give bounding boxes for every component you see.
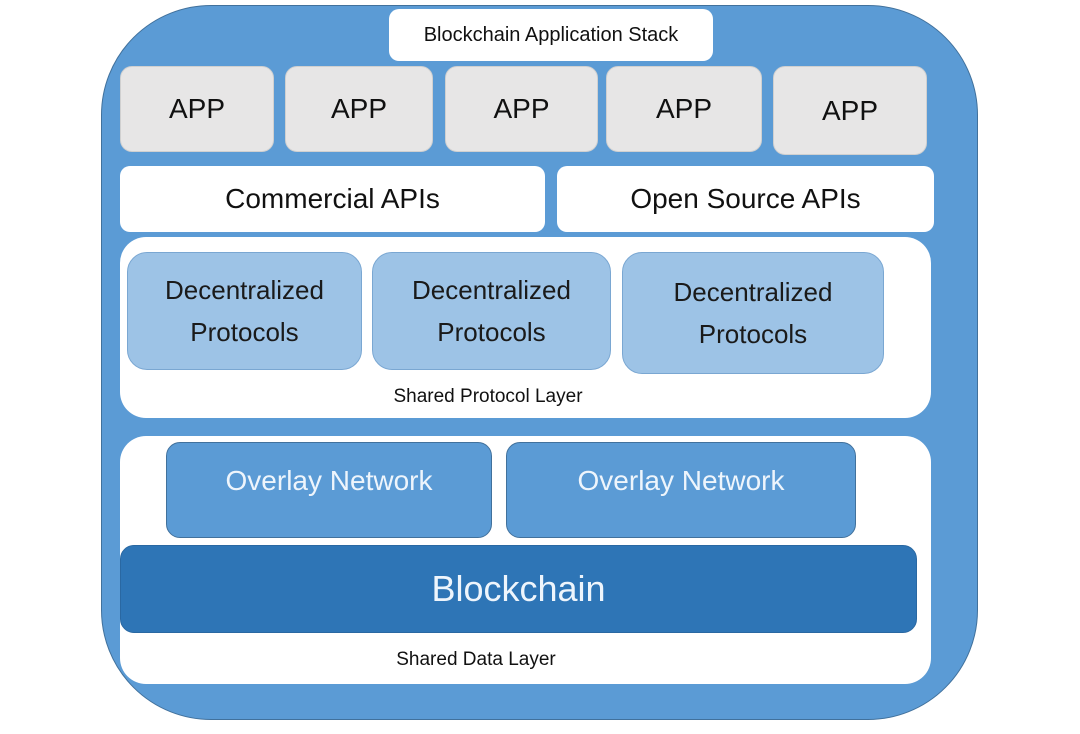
app-box: APP <box>773 66 927 155</box>
shared-protocol-layer-label: Shared Protocol Layer <box>393 386 583 407</box>
overlay-network-box: Overlay Network <box>506 442 856 538</box>
protocol-label-line1: Decentralized <box>673 277 833 307</box>
decentralized-protocols-box: Decentralized Protocols <box>622 252 884 374</box>
commercial-apis-box: Commercial APIs <box>120 166 545 232</box>
protocol-label-line2: Protocols <box>698 319 808 349</box>
app-box: APP <box>120 66 274 152</box>
protocol-label-line2: Protocols <box>190 317 299 347</box>
app-box: APP <box>445 66 598 152</box>
shared-data-layer-label: Shared Data Layer <box>396 649 556 670</box>
stack-title: Blockchain Application Stack <box>389 9 713 61</box>
decentralized-protocols-box: Decentralized Protocols <box>372 252 611 370</box>
protocol-label-line1: Decentralized <box>412 275 571 305</box>
decentralized-protocols-box: Decentralized Protocols <box>127 252 362 370</box>
app-box: APP <box>285 66 433 152</box>
overlay-network-box: Overlay Network <box>166 442 492 538</box>
protocol-label-line2: Protocols <box>437 317 546 347</box>
app-box: APP <box>606 66 762 152</box>
blockchain-box: Blockchain <box>120 545 917 633</box>
protocol-label-line1: Decentralized <box>165 275 324 305</box>
open-source-apis-box: Open Source APIs <box>557 166 934 232</box>
